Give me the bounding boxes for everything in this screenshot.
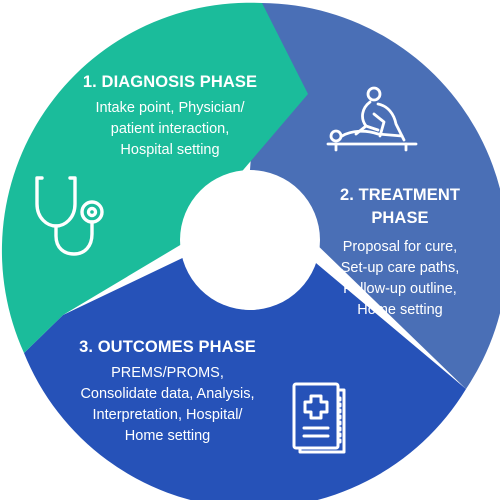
- treatment-title-line: PHASE: [371, 209, 429, 227]
- stethoscope-icon: [35, 176, 104, 256]
- diagnosis-desc-line: Hospital setting: [120, 142, 220, 158]
- massage-therapy-icon: [326, 86, 418, 152]
- diagnosis-phase-title: 1. DIAGNOSIS PHASE: [82, 73, 258, 91]
- outcomes-desc-line: Interpretation, Hospital/: [92, 407, 243, 423]
- treatment-desc-line: Home setting: [357, 302, 443, 318]
- treatment-desc-line: Follow-up outline,: [343, 281, 457, 297]
- diagnosis-phase-description: Intake point, Physician/ patient interac…: [70, 98, 270, 161]
- center-hole: [180, 170, 320, 310]
- outcomes-phase-title: 3. OUTCOMES PHASE: [79, 338, 256, 356]
- treatment-desc-line: Proposal for cure,: [342, 239, 458, 255]
- diagnosis-desc-line: patient interaction,: [110, 121, 230, 137]
- diagnosis-phase-segment: [1, 2, 309, 353]
- treatment-title-line: 2. TREATMENT: [339, 186, 461, 204]
- treatment-phase-title: 2. TREATMENT PHASE: [330, 184, 470, 230]
- outcomes-desc-line: PREMS/PROMS,: [111, 365, 224, 381]
- outcomes-desc-line: Consolidate data, Analysis,: [80, 386, 255, 402]
- outcomes-phase-description: PREMS/PROMS, Consolidate data, Analysis,…: [65, 363, 270, 447]
- diagnosis-desc-line: Intake point, Physician/: [95, 100, 245, 116]
- outcomes-desc-line: Home setting: [124, 428, 211, 444]
- outcomes-phase-segment: [24, 252, 466, 500]
- treatment-phase-segment: [250, 3, 500, 389]
- medical-record-icon: [292, 382, 346, 454]
- treatment-phase-description: Proposal for cure, Set-up care paths, Fo…: [330, 237, 470, 321]
- treatment-desc-line: Set-up care paths,: [340, 260, 460, 276]
